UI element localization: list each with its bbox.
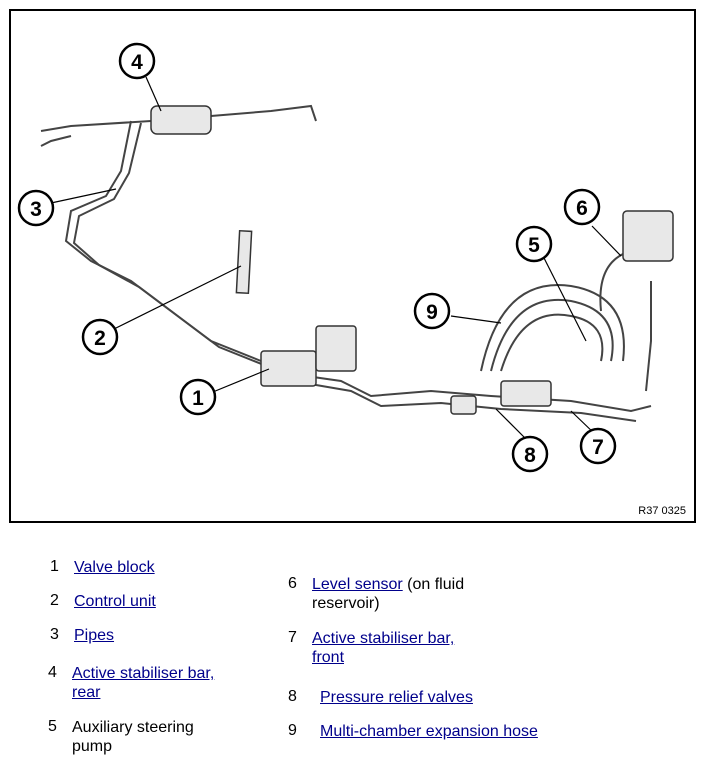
text-line-1: Auxiliary steering — [72, 719, 194, 736]
callout-2: 2 — [81, 318, 119, 356]
callout-6: 6 — [563, 188, 601, 226]
callout-7: 7 — [579, 427, 617, 465]
multi-chamber-expansion-hose-link[interactable]: Multi-chamber expansion hose — [320, 723, 538, 740]
legend-number: 1 — [50, 558, 59, 575]
callout-3: 3 — [17, 189, 55, 227]
callout-9: 9 — [413, 292, 451, 330]
auxiliary-steering-pump-text: Auxiliary steering pump — [72, 718, 194, 756]
svg-text:2: 2 — [94, 327, 106, 350]
front-stabiliser-part — [500, 380, 552, 407]
callout-4: 4 — [118, 42, 156, 80]
callout-5: 5 — [515, 225, 553, 263]
legend-number: 4 — [48, 664, 57, 681]
pressure-relief-valve-part — [450, 395, 477, 415]
valve-block-link[interactable]: Valve block — [74, 559, 155, 576]
component-shapes — [150, 105, 674, 415]
level-sensor-entry: Level sensor (on fluid reservoir) — [312, 575, 464, 613]
active-stabiliser-rear-link[interactable]: Active stabiliser bar, rear — [72, 664, 214, 702]
link-line-1[interactable]: Active stabiliser bar, — [312, 630, 455, 647]
level-sensor-note: (on fluid — [402, 576, 465, 593]
legend-number: 5 — [48, 718, 57, 735]
pipe-lines — [40, 104, 652, 422]
link-line-2[interactable]: rear — [72, 684, 101, 701]
diagram-figure: 1 2 3 4 5 6 7 8 9 R37 0325 — [9, 9, 696, 523]
control-unit-link[interactable]: Control unit — [74, 593, 156, 610]
legend-number: 2 — [50, 592, 59, 609]
text-line-2: pump — [72, 738, 113, 755]
svg-text:8: 8 — [524, 444, 536, 467]
svg-text:6: 6 — [576, 197, 588, 220]
callouts: 1 2 3 4 5 6 7 8 9 — [17, 42, 617, 473]
legend-number: 8 — [288, 688, 297, 705]
active-stabiliser-rear-part — [150, 105, 212, 135]
svg-text:3: 3 — [30, 198, 42, 221]
svg-text:4: 4 — [131, 51, 143, 74]
level-sensor-note-line-2: reservoir) — [312, 595, 380, 612]
level-sensor-link[interactable]: Level sensor — [312, 576, 403, 593]
link-line-1[interactable]: Active stabiliser bar, — [72, 665, 215, 682]
fluid-reservoir-part — [622, 210, 674, 262]
callout-1: 1 — [179, 378, 217, 416]
legend-number: 3 — [50, 626, 59, 643]
pressure-relief-valves-link[interactable]: Pressure relief valves — [320, 689, 473, 706]
link-line-2[interactable]: front — [312, 649, 345, 666]
svg-text:1: 1 — [192, 387, 204, 410]
valve-block-part — [260, 350, 317, 387]
callout-8: 8 — [511, 435, 549, 473]
svg-text:5: 5 — [528, 234, 540, 257]
figure-reference-code: R37 0325 — [638, 505, 686, 517]
valve-block-fittings-part — [315, 325, 357, 372]
svg-text:7: 7 — [592, 436, 604, 459]
pipes-link[interactable]: Pipes — [74, 627, 115, 644]
active-stabiliser-front-link[interactable]: Active stabiliser bar, front — [312, 629, 454, 667]
legend-number: 6 — [288, 575, 297, 592]
diagram-drawing: 1 2 3 4 5 6 7 8 9 — [17, 42, 674, 473]
control-unit-part — [235, 229, 253, 295]
legend-number: 9 — [288, 722, 297, 739]
svg-text:9: 9 — [426, 301, 438, 324]
legend-number: 7 — [288, 629, 297, 646]
